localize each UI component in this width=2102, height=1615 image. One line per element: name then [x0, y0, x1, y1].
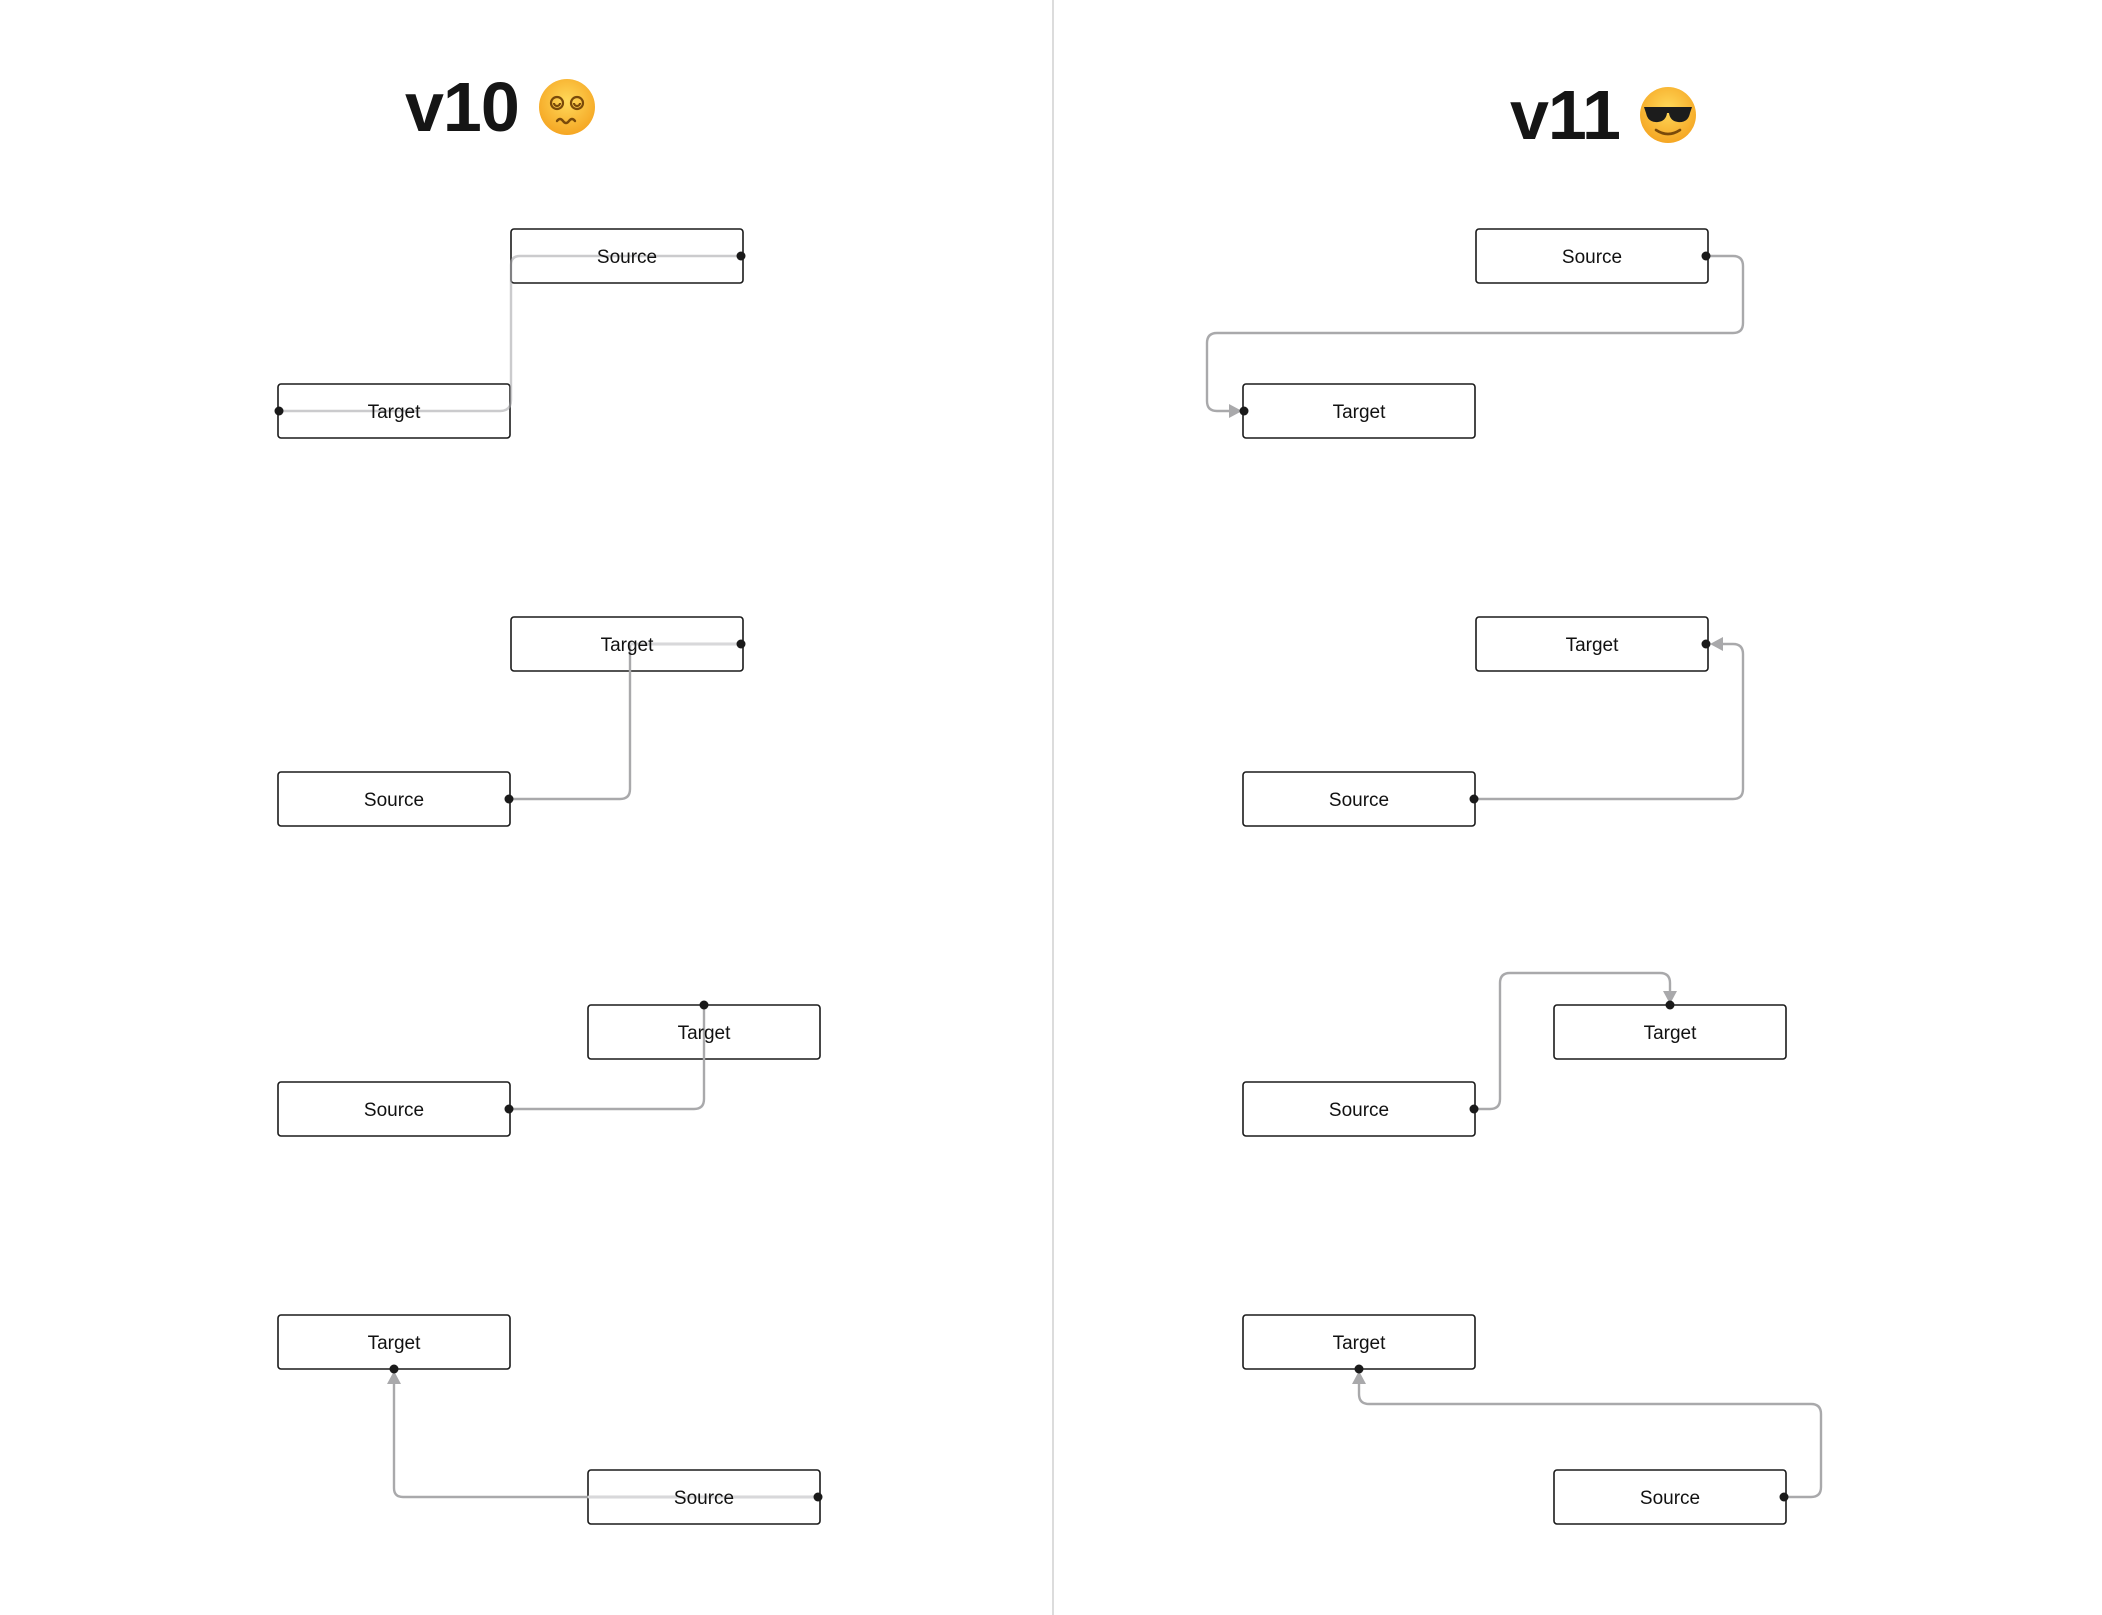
edge[interactable] [392, 1380, 818, 1499]
target-handle[interactable] [1665, 1000, 1675, 1010]
arrowhead [1663, 991, 1677, 1004]
source-label: Source [674, 1488, 734, 1509]
source-label: Source [1562, 247, 1622, 268]
v11-diagram-4: Target Source [1242, 1314, 1823, 1525]
edge[interactable] [1357, 1380, 1823, 1499]
source-handle[interactable] [504, 1104, 514, 1114]
arrowhead [387, 1371, 401, 1384]
target-handle[interactable] [1701, 639, 1711, 649]
source-handle[interactable] [1469, 794, 1479, 804]
target-label: Target [1644, 1023, 1698, 1044]
panel-title-v11: v11 [1510, 70, 1698, 160]
panel-title-v10: v10 [405, 62, 597, 152]
sunglasses-face-emoji-icon [1639, 87, 1696, 143]
target-handle[interactable] [274, 406, 284, 416]
target-handle[interactable] [1239, 406, 1249, 416]
arrowhead [1352, 1371, 1366, 1384]
version-label: v11 [1510, 76, 1621, 154]
edge[interactable] [279, 254, 741, 413]
edge[interactable] [1205, 254, 1745, 413]
edge[interactable] [1474, 642, 1745, 801]
edge[interactable] [509, 642, 741, 801]
target-label: Target [368, 1333, 422, 1354]
target-label: Target [601, 635, 655, 656]
panel-v10: v10 Source Target [274, 62, 823, 1525]
v10-diagram-2: Target Source [277, 616, 746, 827]
source-handle[interactable] [1469, 1104, 1479, 1114]
target-label: Target [1566, 635, 1620, 656]
v11-diagram-1: Source Target [1205, 228, 1745, 439]
target-handle[interactable] [1354, 1364, 1364, 1374]
source-handle[interactable] [813, 1492, 823, 1502]
source-handle[interactable] [1701, 251, 1711, 261]
target-label: Target [678, 1023, 732, 1044]
source-handle[interactable] [504, 794, 514, 804]
v10-diagram-3: Target Source [277, 1000, 821, 1137]
arrowhead [1710, 637, 1723, 651]
v10-diagram-4: Target Source [277, 1314, 823, 1525]
target-handle[interactable] [736, 639, 746, 649]
v11-diagram-2: Target Source [1242, 616, 1745, 827]
target-label: Target [1333, 402, 1387, 423]
target-handle[interactable] [389, 1364, 399, 1374]
source-handle[interactable] [736, 251, 746, 261]
target-label: Target [1333, 1333, 1387, 1354]
dizzy-face-emoji-icon [538, 79, 595, 135]
source-label: Source [1329, 1100, 1389, 1121]
panel-divider [1052, 0, 1054, 1615]
source-handle[interactable] [1779, 1492, 1789, 1502]
edge[interactable] [509, 1005, 706, 1111]
target-label: Target [368, 402, 422, 423]
target-handle[interactable] [699, 1000, 709, 1010]
v11-diagrams: Source Target Target Source Target Sourc… [1205, 228, 1823, 1525]
source-label: Source [597, 247, 657, 268]
v10-diagram-1: Source Target [274, 228, 746, 439]
arrowhead [1229, 404, 1242, 418]
source-label: Source [364, 1100, 424, 1121]
v10-diagrams: Source Target Target Source Target Sourc… [274, 228, 823, 1525]
source-label: Source [1640, 1488, 1700, 1509]
source-label: Source [364, 790, 424, 811]
version-label: v10 [405, 68, 520, 146]
source-label: Source [1329, 790, 1389, 811]
v11-diagram-3: Target Source [1242, 971, 1787, 1137]
edge[interactable] [1474, 971, 1672, 1111]
panel-v11: v11 Source Target [1054, 0, 2102, 1615]
